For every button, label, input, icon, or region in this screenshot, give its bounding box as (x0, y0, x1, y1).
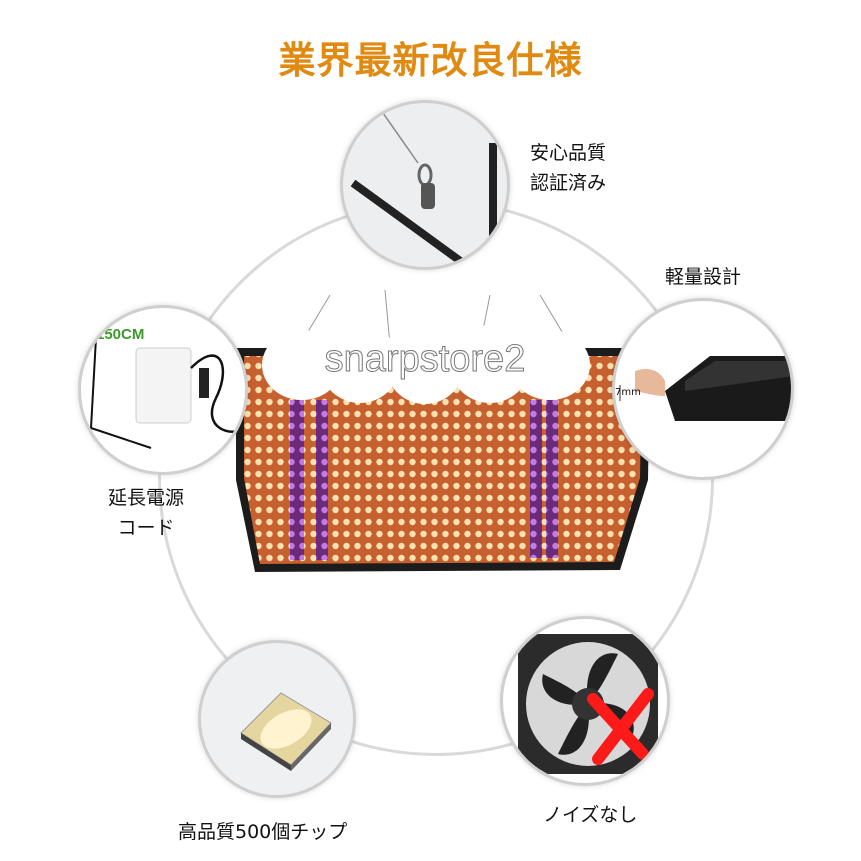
quality-bubble (340, 100, 510, 270)
watermark: snarpstore2 (324, 338, 526, 381)
thickness-badge: 7mm (615, 387, 641, 398)
led-chip-icon (240, 692, 332, 771)
hook-icon (350, 112, 497, 267)
lightweight-bubble: 7mm (612, 298, 794, 480)
chips-label: 高品質500個チップ (178, 821, 348, 843)
power-cord-icon (89, 337, 245, 449)
page-title: 業界最新改良仕様 (278, 39, 583, 82)
watermark-cloud (510, 330, 590, 400)
cord-bubble: 150CM (78, 305, 248, 475)
cord-label: 延長電源 コード (107, 487, 184, 539)
x-mark-icon (587, 688, 654, 765)
fan-label: ノイズなし (543, 804, 638, 826)
chip-bubble (198, 640, 356, 798)
quality-label: 安心品質 認証済み (530, 142, 607, 194)
lightweight-label: 軽量設計 (665, 266, 742, 288)
thin-panel-icon (619, 356, 791, 421)
cord-length-badge: 150CM (96, 326, 145, 343)
fan-bubble (500, 616, 670, 786)
